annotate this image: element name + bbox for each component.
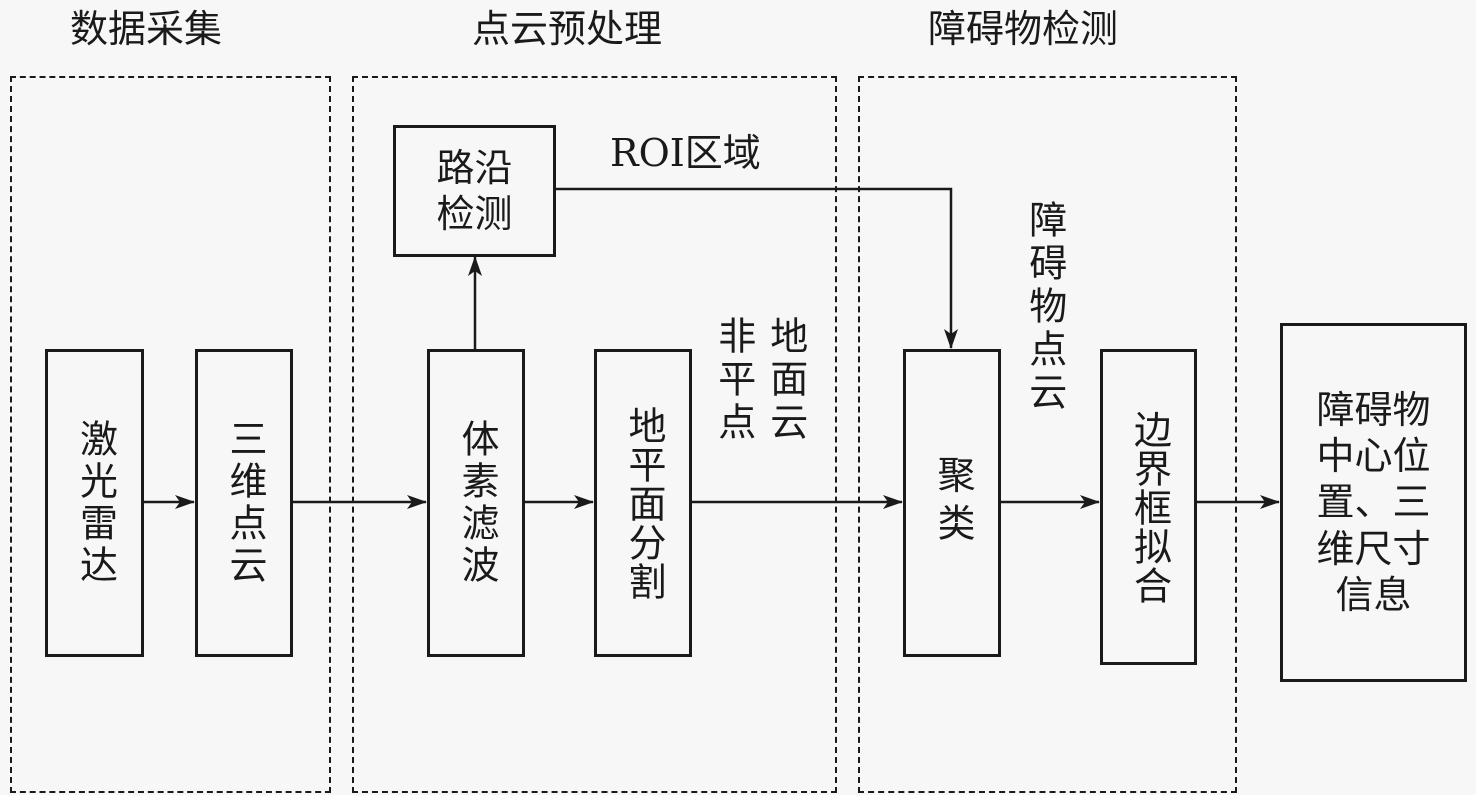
node-lidar-label: 激光雷达 <box>73 419 118 587</box>
node-clustering: 聚类 <box>903 349 1001 657</box>
node-bbox-fitting-label: 边界框拟合 <box>1127 409 1172 605</box>
region-title-data-acquisition: 数据采集 <box>70 7 223 51</box>
node-ground-segmentation: 地平面分割 <box>594 349 692 657</box>
node-lidar: 激光雷达 <box>45 349 144 657</box>
node-curb-detection-label: 路沿检测 <box>436 145 513 236</box>
node-curb-detection: 路沿检测 <box>393 125 556 257</box>
output-line-2: 中心位 <box>1316 433 1431 478</box>
node-ground-segmentation-label: 地平面分割 <box>621 405 666 601</box>
node-3d-point-cloud-label: 三维点云 <box>222 419 267 587</box>
node-clustering-label: 聚类 <box>930 455 975 551</box>
output-line-3: 置、三 <box>1316 480 1431 525</box>
node-bbox-fitting: 边界框拟合 <box>1100 349 1197 665</box>
output-line-5: 信息 <box>1335 573 1412 618</box>
region-preprocessing <box>352 76 837 793</box>
region-obstacle-detection <box>858 76 1237 793</box>
node-3d-point-cloud: 三维点云 <box>195 349 293 657</box>
region-data-acquisition <box>10 76 331 793</box>
region-title-preprocessing: 点云预处理 <box>472 7 663 51</box>
edge-label-non-ground-col1: 非平点 <box>711 316 756 445</box>
output-line-1: 障碍物 <box>1316 387 1431 432</box>
node-output-info: 障碍物 中心位 置、三 维尺寸 信息 <box>1280 323 1467 682</box>
edge-label-roi: ROI区域 <box>610 131 761 175</box>
edge-label-non-ground-col2: 地面云 <box>763 316 808 445</box>
node-voxel-filter: 体素滤波 <box>427 349 525 657</box>
region-title-obstacle-detection: 障碍物检测 <box>928 7 1119 51</box>
edge-curb-to-clustering <box>555 187 958 349</box>
node-voxel-filter-label: 体素滤波 <box>454 419 499 587</box>
edge-label-obstacle-points: 障碍物点云 <box>1022 200 1067 415</box>
output-line-4: 维尺寸 <box>1316 526 1431 571</box>
